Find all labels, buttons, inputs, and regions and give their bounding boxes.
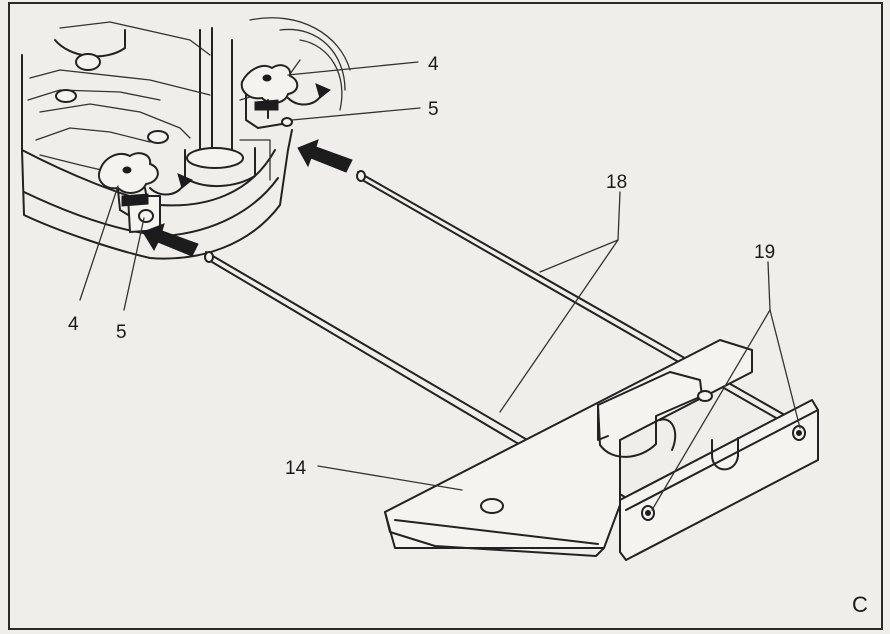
insert-arrow-lower <box>142 223 199 257</box>
insert-arrow-upper <box>297 139 353 173</box>
callout-5-left: 5 <box>116 322 127 343</box>
rotation-arrow-left <box>121 173 193 207</box>
callout-18: 18 <box>606 172 627 193</box>
guide-rod-upper <box>356 170 791 427</box>
locating-pin-left <box>138 209 154 223</box>
callout-19: 19 <box>754 242 775 263</box>
leader-lines <box>79 61 801 511</box>
panel-letter: C <box>852 592 868 617</box>
locating-pin-top <box>281 117 293 127</box>
callout-14: 14 <box>285 458 307 479</box>
figure-frame <box>8 2 883 630</box>
router-base <box>21 17 351 260</box>
wing-knob-top <box>240 64 299 129</box>
callout-4-left: 4 <box>68 314 79 335</box>
callout-5-top: 5 <box>428 99 439 120</box>
rotation-arrow-top <box>254 83 331 111</box>
parallel-guide <box>384 339 819 561</box>
callout-4-top: 4 <box>428 54 439 75</box>
